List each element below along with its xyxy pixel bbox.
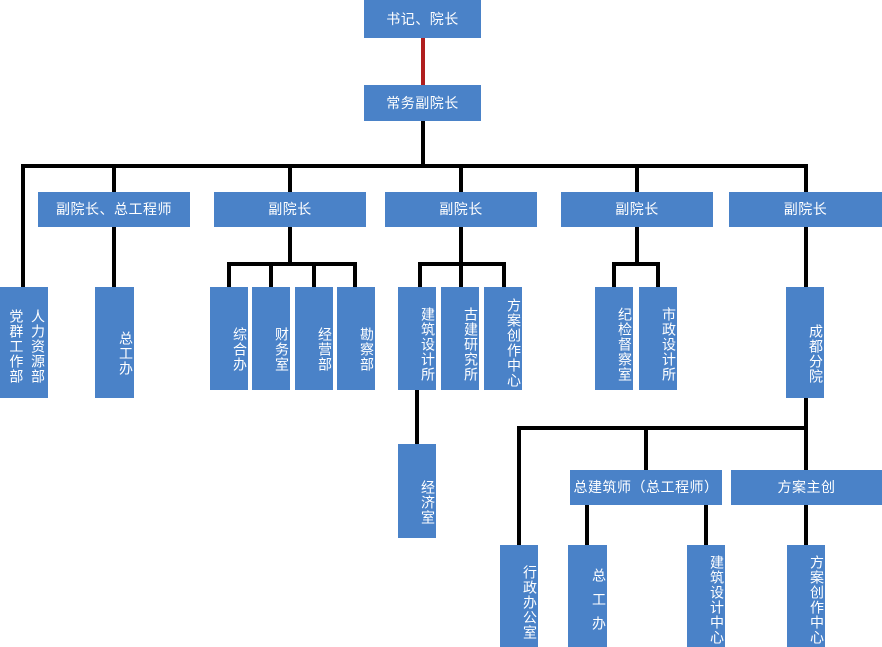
connector-chengdu-to-scheme-lead: [804, 426, 808, 470]
connector-vp4-to-municipal-institute: [656, 262, 660, 287]
connector-vp3-to-scheme-center: [502, 262, 506, 287]
node-chengdu-branch[interactable]: 成都分院: [786, 287, 824, 398]
node-operations-dept[interactable]: 经营部: [295, 287, 333, 390]
node-chengdu-architectural-design-center[interactable]: 建筑设计中心: [687, 545, 725, 647]
connector-vp4-drop: [635, 226, 639, 264]
connector-exec-drop: [421, 120, 425, 166]
connector-bus-to-hr-drop: [21, 164, 25, 287]
node-vice-president-5[interactable]: 副院长: [729, 192, 882, 227]
connector-bus-to-vp3: [459, 164, 463, 192]
node-chengdu-chief-engineer-office[interactable]: 总工办: [568, 545, 607, 647]
connector-vp2-to-operations-dept: [312, 262, 316, 287]
node-general-office[interactable]: 综合办: [210, 287, 248, 390]
connector-vp5-to-chengdu-branch: [804, 226, 808, 287]
node-hr-and-party-work-dept[interactable]: 人力资源部 党群工作部: [0, 287, 48, 398]
connector-vp2-to-general-office: [227, 262, 231, 287]
node-finance-office[interactable]: 财务室: [252, 287, 290, 390]
connector-vp3-to-ancient-arch-institute: [459, 262, 463, 287]
connector-chengdu-bus: [517, 426, 808, 430]
connector-chief-architect-to-cd-chief-eng-office: [585, 505, 589, 545]
connector-vp2-bus: [227, 262, 357, 266]
node-vice-president-4[interactable]: 副院长: [561, 192, 713, 227]
connector-vp3-drop: [459, 226, 463, 264]
node-economics-office[interactable]: 经济室: [398, 444, 436, 538]
connector-vp2-to-survey-dept: [353, 262, 357, 287]
connector-bus-to-vp2: [288, 164, 292, 192]
connector-chief-architect-to-cd-arch-design-center: [704, 505, 708, 545]
connector-vp4-to-discipline-office: [612, 262, 616, 287]
node-vice-president-3[interactable]: 副院长: [385, 192, 537, 227]
connector-chengdu-to-admin-office: [517, 426, 521, 545]
connector-arch-institute-to-economics-office: [415, 390, 419, 445]
connector-vp2-to-finance-office: [269, 262, 273, 287]
connector-vp-bus: [21, 164, 806, 168]
connector-bus-to-vp1: [112, 164, 116, 192]
node-vice-president-chief-engineer[interactable]: 副院长、总工程师: [38, 192, 190, 227]
connector-vp4-bus: [612, 262, 660, 266]
node-secretary-president[interactable]: 书记、院长: [364, 0, 481, 38]
node-chief-architect[interactable]: 总建筑师（总工程师）: [570, 470, 722, 505]
connector-vp1-to-chief-eng-office: [112, 226, 116, 287]
node-administrative-office[interactable]: 行政办公室: [500, 545, 538, 647]
node-scheme-creation-center[interactable]: 方案创作中心: [484, 287, 522, 390]
node-chief-engineer-office[interactable]: 总工办: [95, 287, 134, 398]
connector-scheme-lead-to-cd-scheme-center: [804, 505, 808, 545]
node-executive-vice-president[interactable]: 常务副院长: [364, 85, 481, 121]
connector-bus-to-vp4: [635, 164, 639, 192]
connector-chengdu-drop: [804, 398, 808, 430]
node-chengdu-scheme-creation-center[interactable]: 方案创作中心: [787, 545, 825, 647]
node-ancient-architecture-institute[interactable]: 古建研究所: [441, 287, 479, 390]
node-survey-dept[interactable]: 勘察部: [337, 287, 375, 390]
connector-vp3-to-arch-design-institute: [418, 262, 422, 287]
connector-top-to-exec: [421, 38, 425, 85]
connector-chengdu-to-chief-architect: [644, 426, 648, 470]
connector-vp2-drop: [288, 226, 292, 264]
node-discipline-inspection-office[interactable]: 纪检督察室: [595, 287, 633, 390]
node-scheme-lead-designer[interactable]: 方案主创: [731, 470, 882, 505]
node-vice-president-2[interactable]: 副院长: [214, 192, 366, 227]
node-municipal-design-institute[interactable]: 市政设计所: [639, 287, 677, 390]
connector-bus-to-vp5: [804, 164, 808, 192]
node-architectural-design-institute[interactable]: 建筑设计所: [398, 287, 436, 390]
